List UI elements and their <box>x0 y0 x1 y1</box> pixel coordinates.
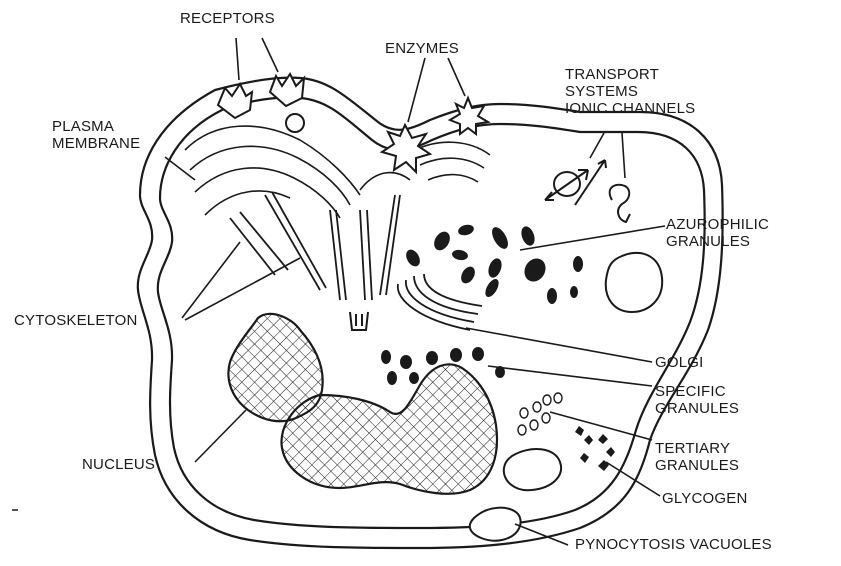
azurophilic-granules <box>403 223 583 304</box>
leader-enzymes-2 <box>448 58 465 96</box>
golgi-apparatus <box>398 274 482 330</box>
vacuole-right <box>606 253 662 312</box>
enzyme-star-1 <box>382 125 430 172</box>
label-transport: TRANSPORT SYSTEMS IONIC CHANNELS <box>565 66 695 117</box>
leader-cytoskeleton-2 <box>185 258 300 320</box>
leader-transport-2 <box>622 133 625 178</box>
transport-channels <box>545 160 630 222</box>
label-azurophilic-granules: AZUROPHILIC GRANULES <box>666 216 769 250</box>
label-pynocytosis-vacuoles: PYNOCYTOSIS VACUOLES <box>575 536 772 553</box>
leader-azurophilic <box>520 226 665 250</box>
ionic-channel <box>610 185 630 222</box>
label-enzymes: ENZYMES <box>385 40 459 57</box>
leader-receptors-1 <box>236 38 239 80</box>
leader-nucleus <box>195 410 246 462</box>
leader-golgi <box>466 328 652 362</box>
receptor-left <box>218 84 252 118</box>
pynocytosis-vacuole <box>470 508 521 541</box>
leader-receptors-2 <box>262 38 278 72</box>
label-glycogen: GLYCOGEN <box>662 490 748 507</box>
label-cytoskeleton: CYTOSKELETON <box>14 312 138 329</box>
receptor-icons <box>218 74 304 132</box>
label-plasma-membrane: PLASMA MEMBRANE <box>52 118 140 152</box>
receptor-ball <box>286 114 304 132</box>
label-tertiary-granules: TERTIARY GRANULES <box>655 440 739 474</box>
label-nucleus: NUCLEUS <box>82 456 155 473</box>
cytoskeleton-filaments <box>230 192 400 300</box>
label-receptors: RECEPTORS <box>180 10 275 27</box>
leader-transport-1 <box>590 133 604 158</box>
label-golgi: GOLGI <box>655 354 704 371</box>
centriole <box>350 312 368 330</box>
vacuoles <box>470 253 662 541</box>
membrane-folds <box>185 126 490 218</box>
leader-specific <box>488 366 652 386</box>
enzyme-star-2 <box>450 98 488 134</box>
enzyme-icons <box>382 98 488 172</box>
nucleus <box>228 314 497 494</box>
label-specific-granules: SPECIFIC GRANULES <box>655 383 739 417</box>
vacuole-lower <box>504 449 561 490</box>
leader-enzymes-1 <box>408 58 425 122</box>
